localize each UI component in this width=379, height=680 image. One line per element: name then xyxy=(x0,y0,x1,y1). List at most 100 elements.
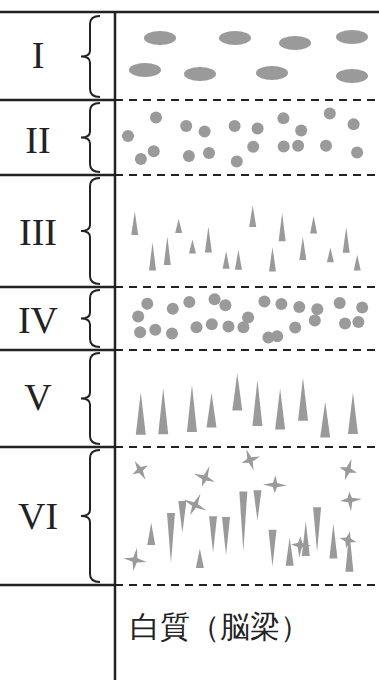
stellate-cell xyxy=(339,459,357,480)
cell-ellipse xyxy=(336,30,368,44)
layer-boundaries xyxy=(115,100,379,585)
granule-cell xyxy=(148,145,160,157)
stellate-cell xyxy=(133,461,148,480)
granule-cell xyxy=(167,303,179,315)
granule-cell xyxy=(275,298,287,310)
granule-cell xyxy=(141,298,153,310)
granule-cell xyxy=(320,140,332,152)
layer-number: IV xyxy=(0,301,76,339)
pyramidal-cell xyxy=(205,227,212,253)
granule-cell xyxy=(324,107,336,119)
granule-cell xyxy=(277,112,289,124)
cell-ellipse xyxy=(279,36,311,50)
neurons xyxy=(122,30,368,572)
pyramidal-cell xyxy=(196,549,204,569)
pyramidal-cell xyxy=(320,402,330,438)
granule-cell xyxy=(219,299,231,311)
pyramidal-cell xyxy=(175,219,182,233)
granule-cell xyxy=(199,126,211,138)
granule-cell xyxy=(351,147,363,159)
stellate-cell xyxy=(263,475,287,493)
granule-cell xyxy=(191,321,203,333)
pyramidal-cell xyxy=(329,523,337,558)
pyramidal-cell xyxy=(275,388,285,429)
granule-cell xyxy=(150,112,162,124)
brace xyxy=(81,290,100,347)
granule-cell xyxy=(258,296,270,308)
stellate-cell xyxy=(242,449,260,470)
pyramidal-cell xyxy=(232,373,242,410)
pyramidal-cell xyxy=(249,205,256,227)
granule-cell xyxy=(292,140,304,152)
granule-cell xyxy=(352,316,364,328)
pyramidal-cell xyxy=(313,507,321,552)
brace xyxy=(81,450,100,582)
pyramidal-cell xyxy=(147,523,155,545)
granule-cell xyxy=(180,120,192,132)
granule-cell xyxy=(271,330,283,342)
granule-cell xyxy=(149,324,161,336)
cell-ellipse xyxy=(256,66,288,80)
granule-cell xyxy=(334,297,346,309)
brace xyxy=(81,103,100,172)
granule-cell xyxy=(295,124,307,136)
pyramidal-cell xyxy=(252,380,262,426)
pyramidal-cell xyxy=(253,490,261,520)
pyramidal-cell xyxy=(298,378,308,421)
granule-cell xyxy=(206,318,218,330)
pyramidal-cell xyxy=(223,251,230,269)
pyramidal-cell xyxy=(167,513,175,563)
pyramidal-cell xyxy=(345,531,353,571)
cell-ellipse xyxy=(129,63,161,77)
cell-ellipse xyxy=(336,69,368,83)
granule-cell xyxy=(237,321,249,333)
white-matter-label: 白質（脳梁） xyxy=(130,610,310,643)
pyramidal-cell xyxy=(354,255,361,271)
granule-cell xyxy=(183,150,195,162)
granule-cell xyxy=(231,156,243,168)
pyramidal-cell xyxy=(343,227,350,252)
granule-cell xyxy=(309,315,321,327)
pyramidal-cell xyxy=(327,247,334,262)
pyramidal-cell xyxy=(178,501,186,533)
granule-cell xyxy=(356,302,368,314)
granule-cell xyxy=(229,120,241,132)
frame-lines xyxy=(0,12,379,680)
layer-number: III xyxy=(0,213,76,251)
pyramidal-cell xyxy=(209,516,217,552)
granule-cell xyxy=(289,322,301,334)
pyramidal-cell xyxy=(189,240,196,254)
pyramidal-cell xyxy=(235,250,242,270)
granule-cell xyxy=(122,130,134,142)
layer-number: II xyxy=(0,121,76,159)
pyramidal-cell xyxy=(268,530,276,567)
granule-cell xyxy=(132,310,144,322)
pyramidal-cell xyxy=(269,247,276,271)
pyramidal-cell xyxy=(279,213,286,241)
brace xyxy=(81,16,100,97)
cell-ellipse xyxy=(184,67,216,81)
pyramidal-cell xyxy=(207,393,217,427)
granule-cell xyxy=(293,301,305,313)
brace xyxy=(81,353,100,444)
granule-cell xyxy=(183,296,195,308)
pyramidal-cell xyxy=(222,517,230,555)
layer-number: I xyxy=(0,36,76,74)
pyramidal-cell xyxy=(149,242,156,270)
layer-number: V xyxy=(0,378,76,416)
granule-cell xyxy=(339,318,351,330)
cell-ellipse xyxy=(219,31,251,45)
pyramidal-cell xyxy=(131,211,138,234)
stellate-cell xyxy=(340,492,362,512)
pyramidal-cell xyxy=(239,492,247,552)
pyramidal-cell xyxy=(310,216,317,234)
granule-cell xyxy=(311,303,323,315)
stellate-cell xyxy=(194,466,215,486)
braces xyxy=(81,16,100,582)
brace xyxy=(81,178,100,284)
pyramidal-cell xyxy=(187,385,197,432)
granule-cell xyxy=(247,141,259,153)
stellate-cell xyxy=(124,548,147,571)
granule-cell xyxy=(135,153,147,165)
